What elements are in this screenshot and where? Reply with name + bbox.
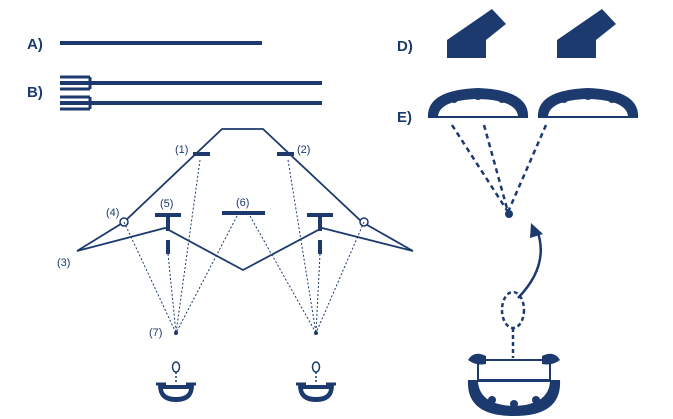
- label-5: (5): [160, 198, 173, 210]
- line-pair-b: [60, 75, 322, 111]
- wedge-shape-right: [557, 9, 616, 58]
- label-6: (6): [236, 197, 249, 209]
- arrow-head: [530, 223, 543, 238]
- t-shape-right: [307, 213, 333, 254]
- label-b: B): [27, 84, 43, 101]
- curved-arrow: [517, 229, 542, 299]
- dashed-ellipse: [500, 290, 526, 330]
- label-4: (4): [106, 207, 119, 219]
- crop-edge: [430, 118, 673, 122]
- label-3: (3): [57, 257, 70, 269]
- convergence-point: [505, 210, 513, 218]
- label-2: (2): [297, 144, 310, 156]
- point-7-left: [174, 331, 178, 335]
- label-7: (7): [149, 327, 162, 339]
- label-1: (1): [175, 144, 188, 156]
- wedge-shape-left: [447, 9, 506, 58]
- label-d: D): [397, 38, 413, 55]
- inner-zigzag: [76, 227, 414, 272]
- outer-polygon: [76, 128, 414, 252]
- converging-dashed-lines: [450, 124, 548, 213]
- small-figure-right: [296, 361, 336, 402]
- curved-shape-left: [427, 88, 529, 118]
- curved-shape-right: [537, 88, 639, 118]
- small-figure-left: [156, 361, 196, 402]
- dotted-rays: [123, 159, 365, 334]
- label-a: A): [27, 36, 43, 53]
- bowl-shape-large: [467, 353, 561, 416]
- t-shape-left: [155, 213, 181, 254]
- label-e: E): [397, 109, 412, 126]
- point-7-right: [314, 331, 318, 335]
